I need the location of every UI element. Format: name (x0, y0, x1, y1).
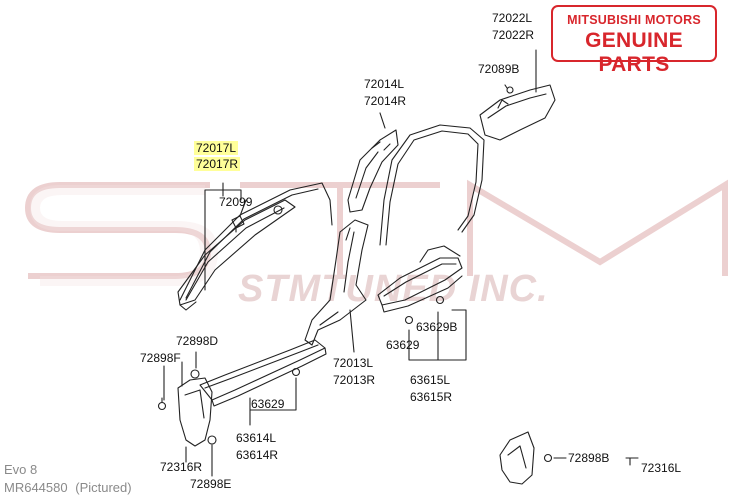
callout-72017R-text: 72017R (194, 157, 241, 171)
callout-72089B: 72089B (478, 62, 520, 76)
callout-72013L: 72013L (333, 356, 374, 370)
callout-63629-rear: 63629 (386, 338, 420, 352)
callout-72014L: 72014L (364, 77, 405, 91)
callout-72022R: 72022R (492, 28, 535, 42)
kick-panel-front (177, 377, 213, 447)
rear-scuff-plate (377, 257, 463, 306)
callout-72017R: 72017R (194, 157, 241, 171)
genuine-parts-badge: MITSUBISHI MOTORS GENUINE PARTS (551, 5, 717, 76)
footer-model: Evo 8 (4, 462, 38, 477)
callout-72316R: 72316R (160, 460, 203, 474)
callout-72017L: 72017L (194, 141, 239, 155)
callout-72014R: 72014R (364, 94, 407, 108)
callout-72898B: 72898B (568, 451, 610, 465)
callout-63629B: 63629B (416, 320, 458, 334)
badge-tagline: GENUINE PARTS (585, 29, 683, 76)
footer-part-number: MR644580 (Pictured) (4, 480, 132, 495)
callout-63614R: 63614R (236, 448, 279, 462)
footer-part-number-value: MR644580 (4, 480, 68, 495)
callout-72898F: 72898F (140, 351, 181, 365)
clip-72099 (231, 215, 245, 229)
callout-72898E: 72898E (190, 477, 232, 491)
callout-72022L: 72022L (492, 11, 533, 25)
callout-63614L: 63614L (236, 431, 277, 445)
callout-72017L-text: 72017L (194, 141, 239, 155)
weatherstrip-front (179, 182, 333, 301)
callout-72013R: 72013R (333, 373, 376, 387)
callout-72898D: 72898D (176, 334, 219, 348)
weatherstrip-rear (379, 124, 485, 246)
callout-63629-front: 63629 (251, 397, 285, 411)
callout-72099: 72099 (219, 195, 253, 209)
callout-63615L: 63615L (410, 373, 451, 387)
callout-63615R: 63615R (410, 390, 453, 404)
badge-brand: MITSUBISHI MOTORS (567, 13, 701, 27)
upper-b-pillar (347, 129, 399, 213)
footer-part-note: (Pictured) (75, 480, 132, 495)
rear-quarter-trim (479, 84, 556, 141)
kick-panel-rear (499, 431, 535, 485)
a-pillar-trim (177, 199, 296, 306)
callout-72316L: 72316L (641, 461, 682, 475)
lower-b-pillar (304, 219, 369, 346)
